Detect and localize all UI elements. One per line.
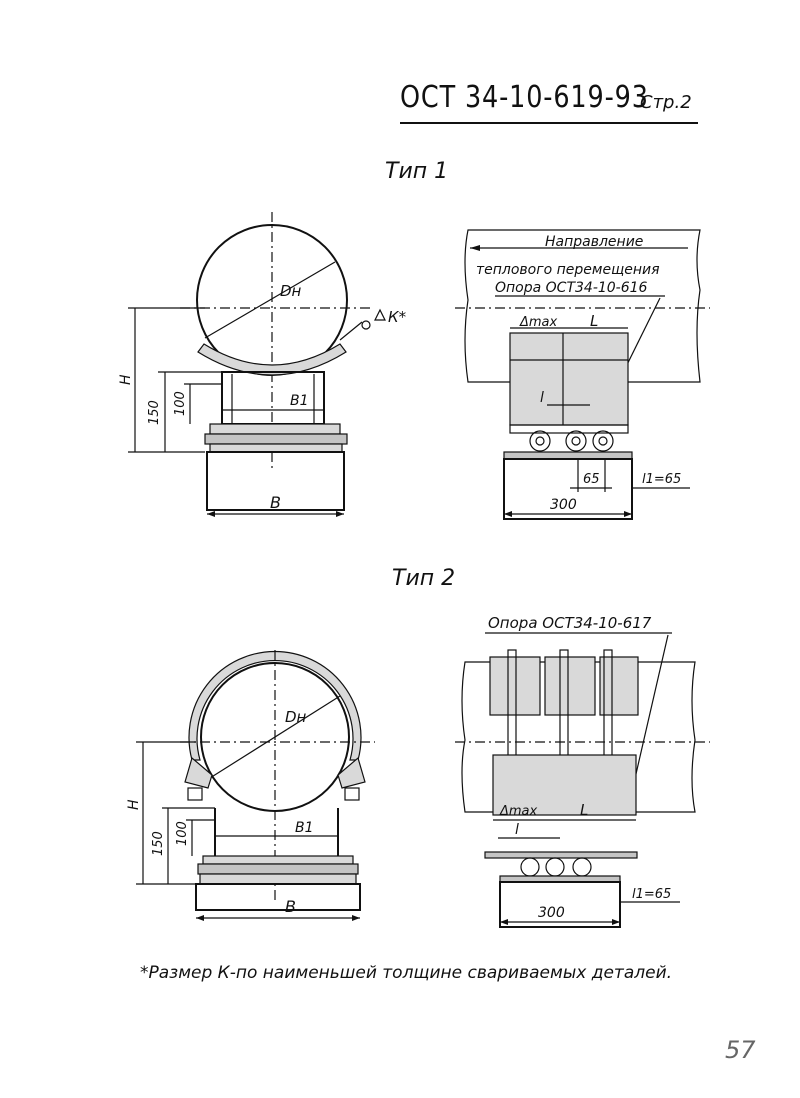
document-code: ОСТ 34-10-619-93	[400, 80, 649, 115]
page-reference: Стр.2	[640, 92, 692, 113]
type1-100-label: 100	[173, 391, 188, 416]
type1-h-label: H	[118, 374, 134, 385]
type2-L-label: L	[580, 801, 588, 819]
type2-l1-label: l1=65	[632, 887, 671, 902]
page-number: 57	[725, 1036, 756, 1064]
type2-l-label: l	[515, 822, 519, 838]
type2-dn-label: Dн	[285, 708, 307, 726]
type1-diameter-line	[204, 261, 336, 339]
type2-100-label: 100	[175, 821, 190, 846]
type1-b1-label: B1	[290, 393, 309, 409]
type1-300-label: 300	[550, 497, 577, 513]
type1-65-label: 65	[583, 472, 600, 487]
type1-side-base	[503, 458, 633, 520]
header-underline	[400, 122, 698, 124]
type2-150-label: 150	[151, 831, 166, 856]
type1-L-label: L	[590, 312, 598, 330]
type2-300-label: 300	[538, 905, 565, 921]
footnote: *Размер К-по наименьшей толщине сваривае…	[140, 963, 672, 983]
type2-front-view: Dн B1 B H 150	[126, 650, 375, 921]
type2-clamp	[188, 650, 362, 761]
type2-title: Тип 2	[392, 566, 455, 591]
type1-base	[206, 451, 345, 511]
type2-dmax-label: Δmax	[499, 804, 538, 819]
type1-direction-line1: Направление	[545, 234, 643, 250]
type1-l-label: l	[540, 390, 544, 406]
type1-front-view: Dн B B1 H	[118, 212, 407, 517]
type1-dn-label: Dн	[280, 282, 302, 300]
type2-support-block	[492, 754, 637, 816]
type2-b1-label: B1	[295, 820, 314, 836]
type1-dmax-label: Δmax	[519, 315, 558, 330]
type2-support-ref: Опора ОСТ34-10-617	[488, 614, 652, 632]
type1-title: Тип 1	[385, 159, 448, 184]
type1-support-block	[509, 332, 629, 426]
type1-support-ref: Опора ОСТ34-10-616	[495, 280, 648, 296]
type2-side-view: Опора ОСТ34-10-617 Δmax L l	[455, 614, 710, 928]
type1-direction-line2: теплового перемещения	[476, 262, 660, 278]
type2-h-label: H	[126, 799, 142, 810]
type1-weld-label: К*	[388, 308, 407, 326]
type1-b-label: B	[270, 493, 281, 512]
type1-stem	[221, 371, 325, 425]
type2-b-label: B	[285, 897, 296, 916]
type2-side-base	[499, 881, 621, 928]
type1-150-label: 150	[147, 400, 162, 425]
type1-side-view: Направление теплового перемещения Опора …	[455, 229, 710, 520]
type2-base	[195, 883, 361, 911]
type1-l1-label: l1=65	[642, 472, 681, 487]
